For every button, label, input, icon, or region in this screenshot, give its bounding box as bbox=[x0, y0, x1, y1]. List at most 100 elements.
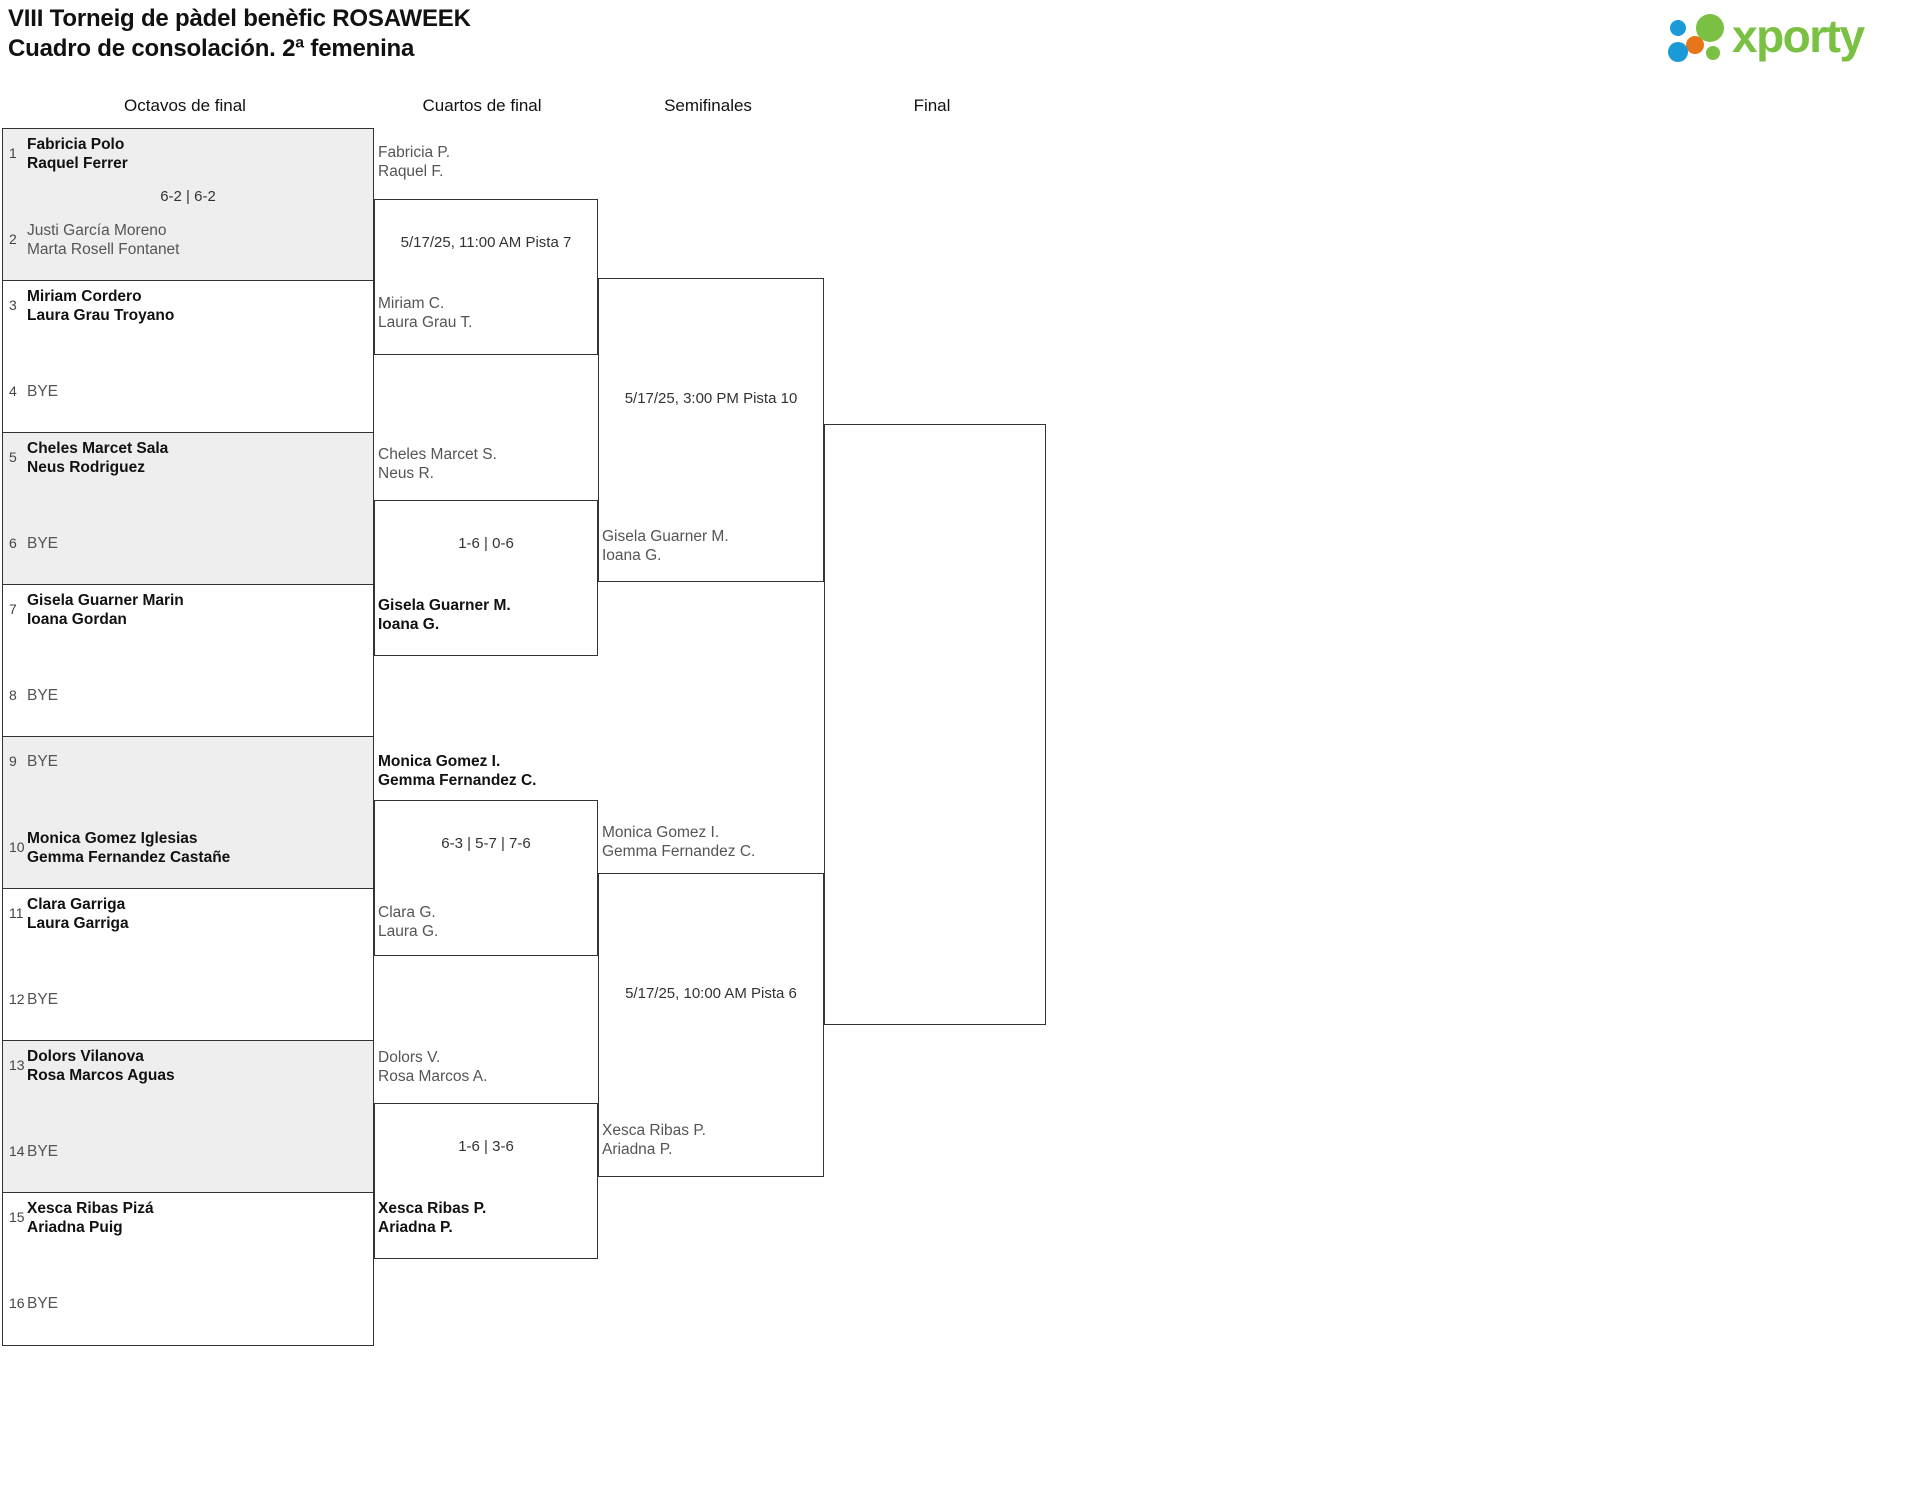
player-name: Raquel F. bbox=[378, 163, 444, 180]
seed-number: 16 bbox=[9, 1295, 25, 1311]
player-name: Ioana G. bbox=[602, 547, 662, 564]
round1-slot[interactable]: 9 BYE bbox=[3, 741, 373, 785]
logo-dot-orange bbox=[1686, 36, 1704, 54]
team-names: Gisela Guarner Marin Ioana Gordan bbox=[27, 591, 367, 629]
round2-team-top[interactable]: Dolors V. Rosa Marcos A. bbox=[378, 1048, 487, 1086]
seed-number: 15 bbox=[9, 1209, 25, 1225]
round1-slot[interactable]: 8 BYE bbox=[3, 675, 373, 719]
round1-slot[interactable]: 6 BYE bbox=[3, 523, 373, 567]
round2-team-bottom[interactable]: Clara G. Laura G. bbox=[378, 903, 438, 941]
player-name: Laura Grau T. bbox=[378, 314, 473, 331]
round1-slot[interactable]: 3 Miriam Cordero Laura Grau Troyano bbox=[3, 285, 373, 329]
player-name: Miriam C. bbox=[378, 295, 445, 312]
round1-slot[interactable]: 1 Fabricia Polo Raquel Ferrer bbox=[3, 133, 373, 177]
round2-team-top[interactable]: Cheles Marcet S. Neus R. bbox=[378, 445, 497, 483]
seed-number: 1 bbox=[9, 145, 17, 161]
player-name: Gisela Guarner M. bbox=[602, 528, 729, 545]
round1-slot[interactable]: 14 BYE bbox=[3, 1131, 373, 1175]
round3-match-box[interactable]: 5/17/25, 3:00 PM Pista 10 bbox=[598, 278, 824, 582]
round3-team-bottom[interactable]: Xesca Ribas P. Ariadna P. bbox=[602, 1121, 706, 1159]
round2-match-box[interactable]: 6-3 | 5-7 | 7-6 bbox=[374, 800, 598, 956]
round1-slot[interactable]: 4 BYE bbox=[3, 371, 373, 415]
round1-match[interactable]: 15 Xesca Ribas Pizá Ariadna Puig 16 BYE bbox=[3, 1193, 373, 1345]
round1-slot[interactable]: 16 BYE bbox=[3, 1283, 373, 1327]
round2-team-bottom[interactable]: Miriam C. Laura Grau T. bbox=[378, 294, 473, 332]
round1-slot[interactable]: 5 Cheles Marcet Sala Neus Rodriguez bbox=[3, 437, 373, 481]
seed-number: 12 bbox=[9, 991, 25, 1007]
round1-match[interactable]: 3 Miriam Cordero Laura Grau Troyano 4 BY… bbox=[3, 281, 373, 433]
logo-dot-green-small bbox=[1706, 46, 1720, 60]
player-name: Monica Gomez Iglesias bbox=[27, 830, 198, 847]
player-name: Ioana G. bbox=[378, 616, 440, 633]
seed-number: 9 bbox=[9, 753, 17, 769]
round3-team-bottom[interactable]: Gisela Guarner M. Ioana G. bbox=[602, 527, 729, 565]
player-name: Laura Garriga bbox=[27, 915, 129, 932]
player-name: Fabricia Polo bbox=[27, 136, 125, 153]
logo-wordmark: xporty bbox=[1732, 10, 1865, 62]
bye-label: BYE bbox=[27, 1295, 59, 1312]
team-names: Xesca Ribas Pizá Ariadna Puig bbox=[27, 1199, 367, 1237]
logo-dot-blue-top bbox=[1670, 20, 1686, 36]
round4-final-box[interactable] bbox=[824, 424, 1046, 1025]
seed-number: 6 bbox=[9, 535, 17, 551]
round-header-final: Final bbox=[913, 96, 951, 115]
round2-team-bottom[interactable]: Xesca Ribas P. Ariadna P. bbox=[378, 1199, 486, 1237]
bye-label: BYE bbox=[27, 991, 59, 1008]
round2-match-box[interactable]: 5/17/25, 11:00 AM Pista 7 bbox=[374, 199, 598, 355]
round2-match-box[interactable]: 1-6 | 3-6 bbox=[374, 1103, 598, 1259]
round2-match-box[interactable]: 1-6 | 0-6 bbox=[374, 500, 598, 656]
xporty-logo[interactable]: xporty bbox=[1666, 8, 1902, 64]
round1-match[interactable]: 7 Gisela Guarner Marin Ioana Gordan 8 BY… bbox=[3, 585, 373, 737]
round3-match-box[interactable]: 5/17/25, 10:00 AM Pista 6 bbox=[598, 873, 824, 1177]
round2-team-bottom[interactable]: Gisela Guarner M. Ioana G. bbox=[378, 596, 511, 634]
seed-number: 4 bbox=[9, 383, 17, 399]
player-name: Ariadna P. bbox=[378, 1219, 453, 1236]
round1-slot[interactable]: 15 Xesca Ribas Pizá Ariadna Puig bbox=[3, 1197, 373, 1241]
bye-label: BYE bbox=[27, 535, 59, 552]
round1-match[interactable]: 9 BYE 10 Monica Gomez Iglesias Gemma Fer… bbox=[3, 737, 373, 889]
player-name: Xesca Ribas Pizá bbox=[27, 1200, 154, 1217]
round1-slot[interactable]: 7 Gisela Guarner Marin Ioana Gordan bbox=[3, 589, 373, 633]
round-header-semifinales: Semifinales bbox=[664, 96, 752, 115]
logo-dots-icon bbox=[1666, 12, 1738, 64]
round1-slot[interactable]: 11 Clara Garriga Laura Garriga bbox=[3, 893, 373, 937]
match-schedule: 5/17/25, 10:00 AM Pista 6 bbox=[625, 985, 797, 1002]
player-name: Gemma Fernandez C. bbox=[378, 772, 537, 789]
team-names: Fabricia Polo Raquel Ferrer bbox=[27, 135, 367, 173]
round1-slot[interactable]: 12 BYE bbox=[3, 979, 373, 1023]
round1-slot[interactable]: 2 Justi García Moreno Marta Rosell Fonta… bbox=[3, 219, 373, 263]
round1-match[interactable]: 5 Cheles Marcet Sala Neus Rodriguez 6 BY… bbox=[3, 433, 373, 585]
round1-column: 1 Fabricia Polo Raquel Ferrer 6-2 | 6-2 … bbox=[2, 128, 374, 1346]
seed-number: 7 bbox=[9, 601, 17, 617]
round2-team-top[interactable]: Monica Gomez I. Gemma Fernandez C. bbox=[378, 752, 537, 790]
player-name: Ariadna Puig bbox=[27, 1219, 123, 1236]
player-name: Ariadna P. bbox=[602, 1141, 673, 1158]
team-names: Dolors Vilanova Rosa Marcos Aguas bbox=[27, 1047, 367, 1085]
player-name: Cheles Marcet Sala bbox=[27, 440, 169, 457]
player-name: Dolors Vilanova bbox=[27, 1048, 144, 1065]
player-name: Dolors V. bbox=[378, 1049, 441, 1066]
player-name: Rosa Marcos A. bbox=[378, 1068, 488, 1085]
round-header-cuartos: Cuartos de final bbox=[422, 96, 542, 115]
match-score: 6-3 | 5-7 | 7-6 bbox=[441, 835, 531, 852]
seed-number: 10 bbox=[9, 839, 25, 855]
round3-team-top[interactable]: Monica Gomez I. Gemma Fernandez C. bbox=[602, 823, 755, 861]
round1-match[interactable]: 13 Dolors Vilanova Rosa Marcos Aguas 14 … bbox=[3, 1041, 373, 1193]
round1-match[interactable]: 11 Clara Garriga Laura Garriga 12 BYE bbox=[3, 889, 373, 1041]
logo-dot-blue-bottom bbox=[1668, 42, 1688, 62]
player-name: Ioana Gordan bbox=[27, 611, 127, 628]
player-name: Monica Gomez I. bbox=[602, 824, 720, 841]
player-name: Neus R. bbox=[378, 465, 434, 482]
round1-match[interactable]: 1 Fabricia Polo Raquel Ferrer 6-2 | 6-2 … bbox=[3, 129, 373, 281]
player-name: Gisela Guarner Marin bbox=[27, 592, 184, 609]
round1-slot[interactable]: 10 Monica Gomez Iglesias Gemma Fernandez… bbox=[3, 827, 373, 871]
player-name: Xesca Ribas P. bbox=[378, 1200, 487, 1217]
seed-number: 5 bbox=[9, 449, 17, 465]
round1-slot[interactable]: 13 Dolors Vilanova Rosa Marcos Aguas bbox=[3, 1045, 373, 1089]
seed-number: 14 bbox=[9, 1143, 25, 1159]
team-names: Justi García Moreno Marta Rosell Fontane… bbox=[27, 221, 367, 259]
player-name: Marta Rosell Fontanet bbox=[27, 241, 180, 258]
round2-team-top[interactable]: Fabricia P. Raquel F. bbox=[378, 143, 450, 181]
seed-number: 2 bbox=[9, 231, 17, 247]
